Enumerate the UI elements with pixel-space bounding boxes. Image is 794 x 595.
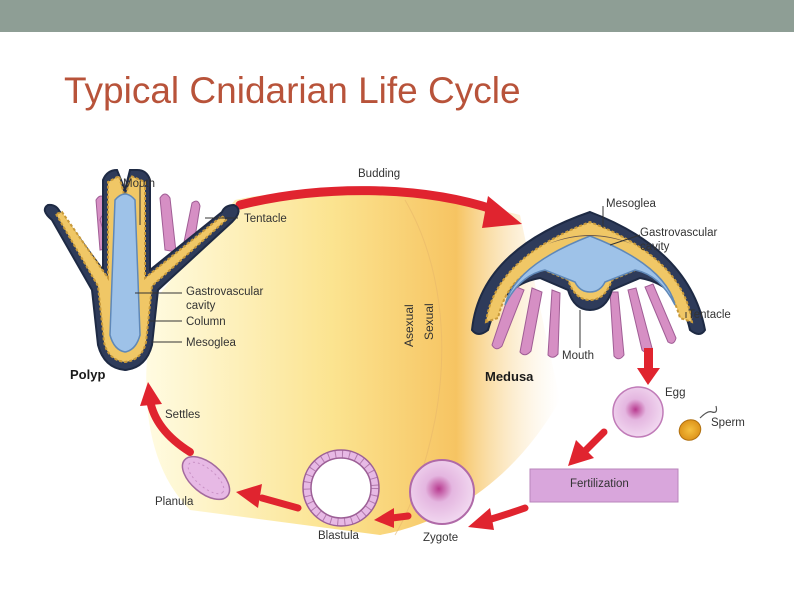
slide-title: Typical Cnidarian Life Cycle xyxy=(64,70,521,111)
polyp-tentacle-label: Tentacle xyxy=(244,213,287,225)
fertilization-label: Fertilization xyxy=(570,478,629,490)
egg-to-fertilization-arrow xyxy=(568,428,608,466)
fertilization-box xyxy=(529,468,679,503)
blastula-illustration xyxy=(302,449,380,527)
sperm-label: Sperm xyxy=(711,417,745,429)
asexual-label: Asexual xyxy=(402,304,416,347)
medusa-illustration xyxy=(470,206,707,360)
polyp-mesoglea-label: Mesoglea xyxy=(186,337,236,349)
planula-illustration xyxy=(181,455,231,501)
medusa-name: Medusa xyxy=(485,369,534,384)
polyp-illustration xyxy=(43,168,240,372)
medusa-mouth-label: Mouth xyxy=(562,350,594,362)
medusa-to-egg-arrow xyxy=(637,348,660,385)
medusa-gastrovascular-label-2: cavity xyxy=(640,241,670,253)
budding-label: Budding xyxy=(358,168,400,180)
polyp-gastrovascular-label-1: Gastrovascular xyxy=(186,286,264,298)
polyp-column-label: Column xyxy=(186,316,226,328)
budding-arrow xyxy=(235,186,522,228)
polyp-mouth-label: Mouth xyxy=(123,178,155,190)
zygote-illustration xyxy=(409,459,475,525)
medusa-tentacle-label: Tentacle xyxy=(688,309,731,321)
medusa-gastrovascular-label-1: Gastrovascular xyxy=(640,227,718,239)
blastula-label: Blastula xyxy=(318,530,360,542)
polyp-gastrovascular-label-2: cavity xyxy=(186,300,216,312)
zygote-label: Zygote xyxy=(423,532,458,544)
zygote-to-blastula-arrow xyxy=(374,508,412,528)
egg-label: Egg xyxy=(665,387,685,399)
planula-label: Planula xyxy=(155,496,194,508)
medusa-mesoglea-label: Mesoglea xyxy=(606,198,656,210)
fertilization-to-zygote-arrow xyxy=(468,504,529,530)
blastula-to-planula-arrow xyxy=(236,484,302,512)
sperm-illustration xyxy=(678,405,718,441)
polyp-name: Polyp xyxy=(70,367,105,382)
sexual-label: Sexual xyxy=(422,303,436,340)
egg-illustration xyxy=(612,386,664,438)
settles-label: Settles xyxy=(165,409,200,421)
header-bar xyxy=(0,0,794,32)
settles-arrow xyxy=(140,382,194,456)
